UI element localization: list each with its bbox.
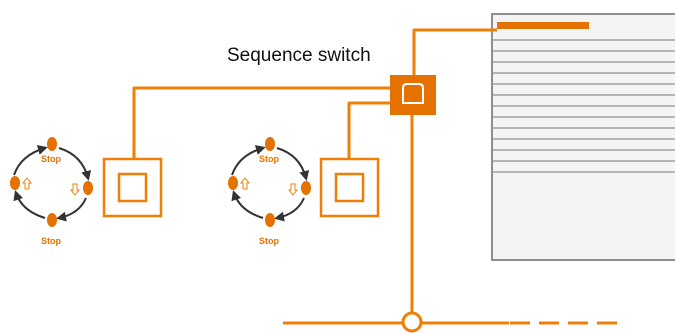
roller-shutter: [491, 13, 675, 261]
state-dot-right: [301, 181, 311, 195]
down-arrow-icon: [69, 183, 81, 196]
sequence-switch: [390, 75, 436, 115]
up-arrow-icon: [239, 177, 251, 190]
stop-label-top: Stop: [41, 154, 61, 164]
push-button-switch-1: [102, 157, 163, 218]
stop-label-top: Stop: [259, 154, 279, 164]
state-dot-left: [228, 176, 238, 190]
shutter-motor-bar: [497, 22, 589, 29]
cycle-arrows: [231, 145, 310, 222]
state-dot-top: [47, 137, 57, 151]
operating-cycle-2: Stop Stop: [228, 137, 311, 246]
stop-label-bottom: Stop: [259, 236, 279, 246]
state-dot-left: [10, 176, 20, 190]
push-button-switch-2: [319, 157, 380, 218]
cycle-arrows: [13, 145, 92, 222]
up-arrow-icon: [21, 177, 33, 190]
state-dot-bottom: [265, 213, 275, 227]
switch1-wire: [132, 86, 392, 159]
stop-label-bottom: Stop: [41, 236, 61, 246]
junction-node: [401, 311, 423, 333]
operating-cycle-1: Stop Stop: [10, 137, 93, 246]
state-dot-bottom: [47, 213, 57, 227]
motor-wire: [412, 28, 497, 81]
down-arrow-icon: [287, 183, 299, 196]
shutter-slats: [492, 39, 675, 173]
state-dot-top: [265, 137, 275, 151]
state-dot-right: [83, 181, 93, 195]
switch2-wire: [347, 101, 392, 159]
sequence-switch-label: Sequence switch: [227, 45, 371, 66]
switch-symbol-icon: [402, 83, 424, 104]
wiring: [132, 28, 625, 325]
